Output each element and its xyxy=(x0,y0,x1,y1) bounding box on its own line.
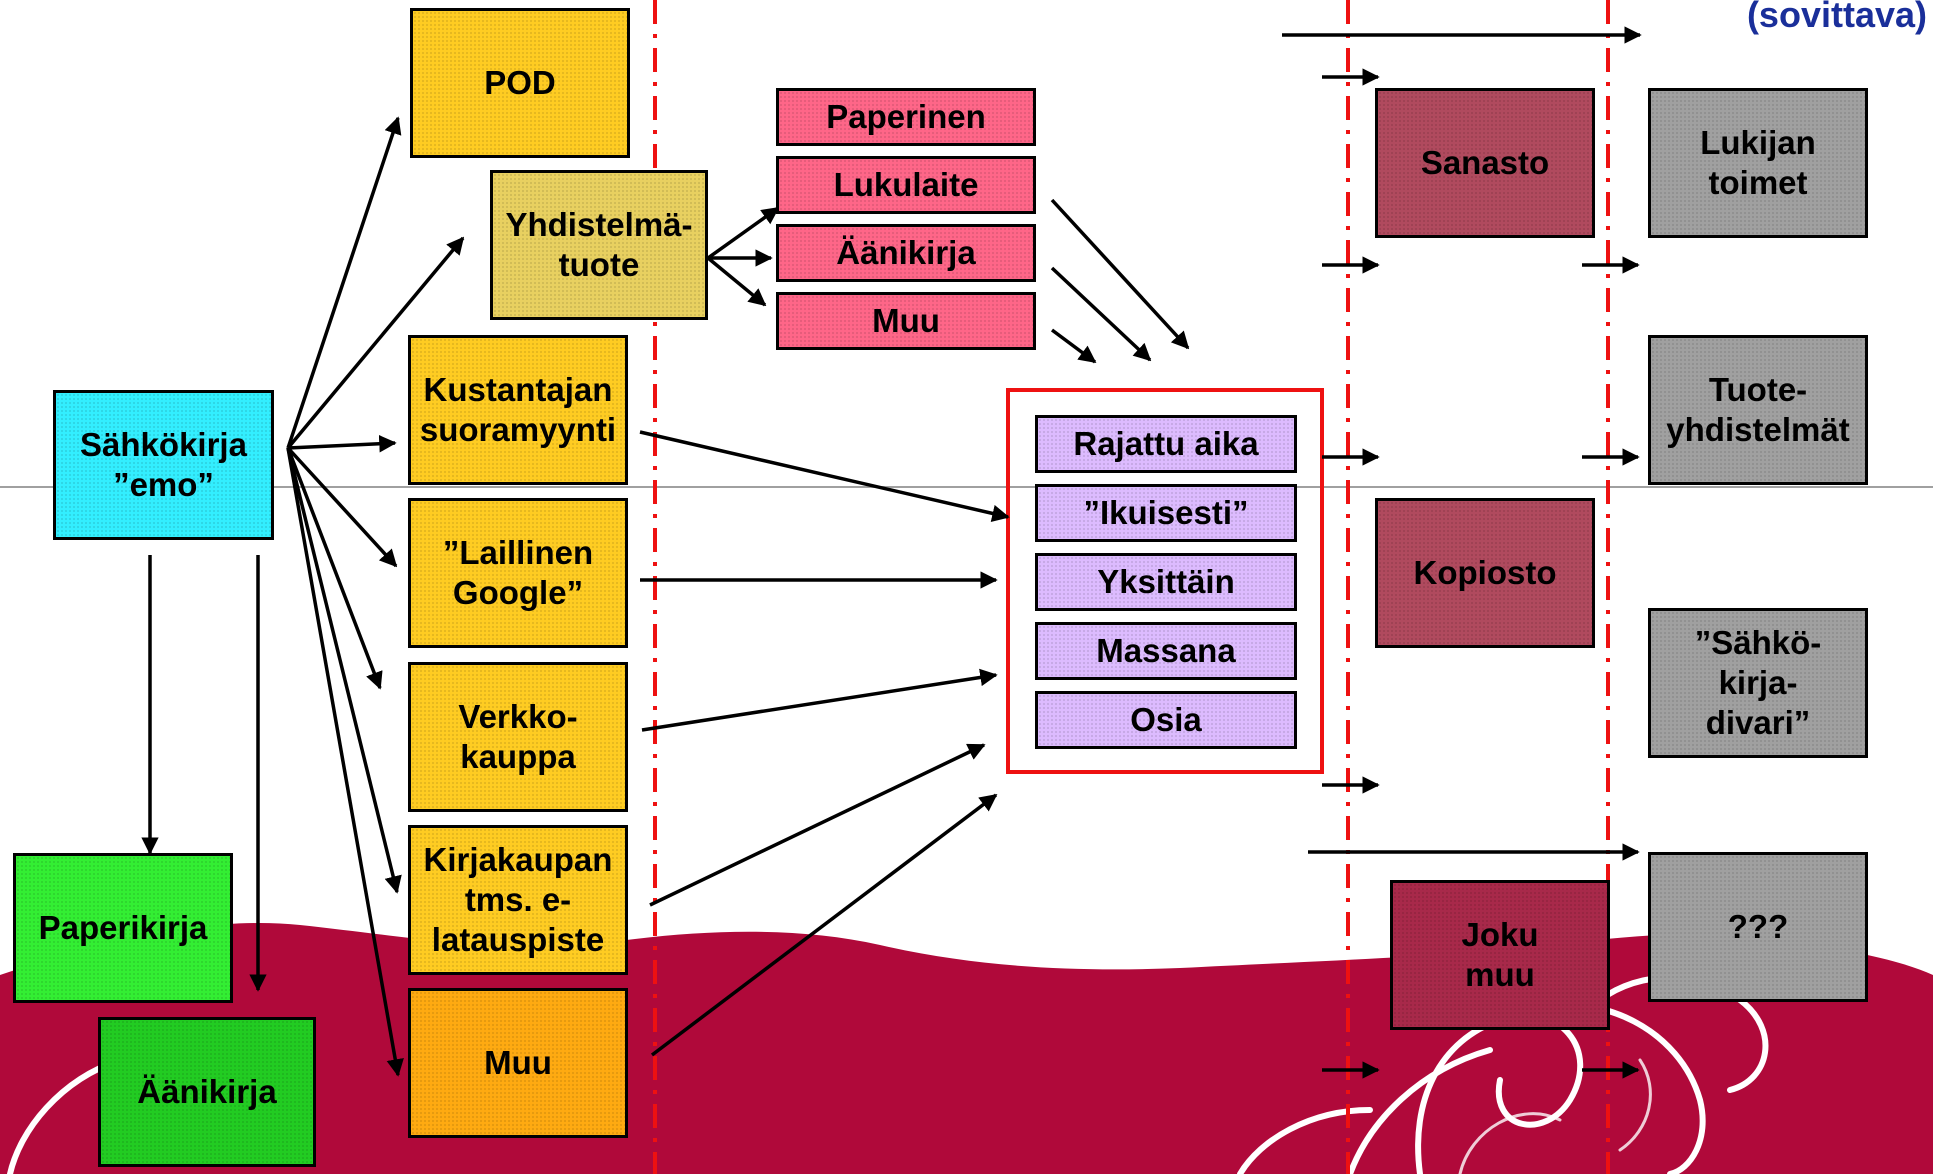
node-verkkokauppa: Verkko- kauppa xyxy=(408,662,628,812)
node-lukijan-toimet: Lukijan toimet xyxy=(1648,88,1868,238)
node-massana: Massana xyxy=(1035,622,1297,680)
node-rajattu-aika: Rajattu aika xyxy=(1035,415,1297,473)
node-laillinen-google: ”Laillinen Google” xyxy=(408,498,628,648)
node-osia: Osia xyxy=(1035,691,1297,749)
corner-label: (sovittava) xyxy=(1746,0,1927,35)
flow-arrows xyxy=(141,26,1642,1079)
node-question-marks: ??? xyxy=(1648,852,1868,1002)
node-tuoteyhdistelmat: Tuote- yhdistelmät xyxy=(1648,335,1868,485)
node-yhdistelmatuote: Yhdistelmä- tuote xyxy=(490,170,708,320)
node-kustantajan-suoramyynti: Kustantajan suoramyynti xyxy=(408,335,628,485)
node-aanikirja-left: Äänikirja xyxy=(98,1017,316,1167)
node-lukulaite: Lukulaite xyxy=(776,156,1036,214)
node-pod: POD xyxy=(410,8,630,158)
node-muu-channel: Muu xyxy=(408,988,628,1138)
node-sahkokirja-divari: ”Sähkö- kirja- divari” xyxy=(1648,608,1868,758)
node-muu-format: Muu xyxy=(776,292,1036,350)
licensing-frame xyxy=(1006,388,1324,774)
node-kirjakaupan: Kirjakaupan tms. e- latauspiste xyxy=(408,825,628,975)
node-paperinen: Paperinen xyxy=(776,88,1036,146)
node-ebook-parent: Sähkökirja ”emo” xyxy=(53,390,274,540)
node-aanikirja-format: Äänikirja xyxy=(776,224,1036,282)
node-sanasto: Sanasto xyxy=(1375,88,1595,238)
node-paperikirja: Paperikirja xyxy=(13,853,233,1003)
node-ikuisesti: ”Ikuisesti” xyxy=(1035,484,1297,542)
node-kopiosto: Kopiosto xyxy=(1375,498,1595,648)
node-joku-muu: Joku muu xyxy=(1390,880,1610,1030)
node-yksittain: Yksittäin xyxy=(1035,553,1297,611)
